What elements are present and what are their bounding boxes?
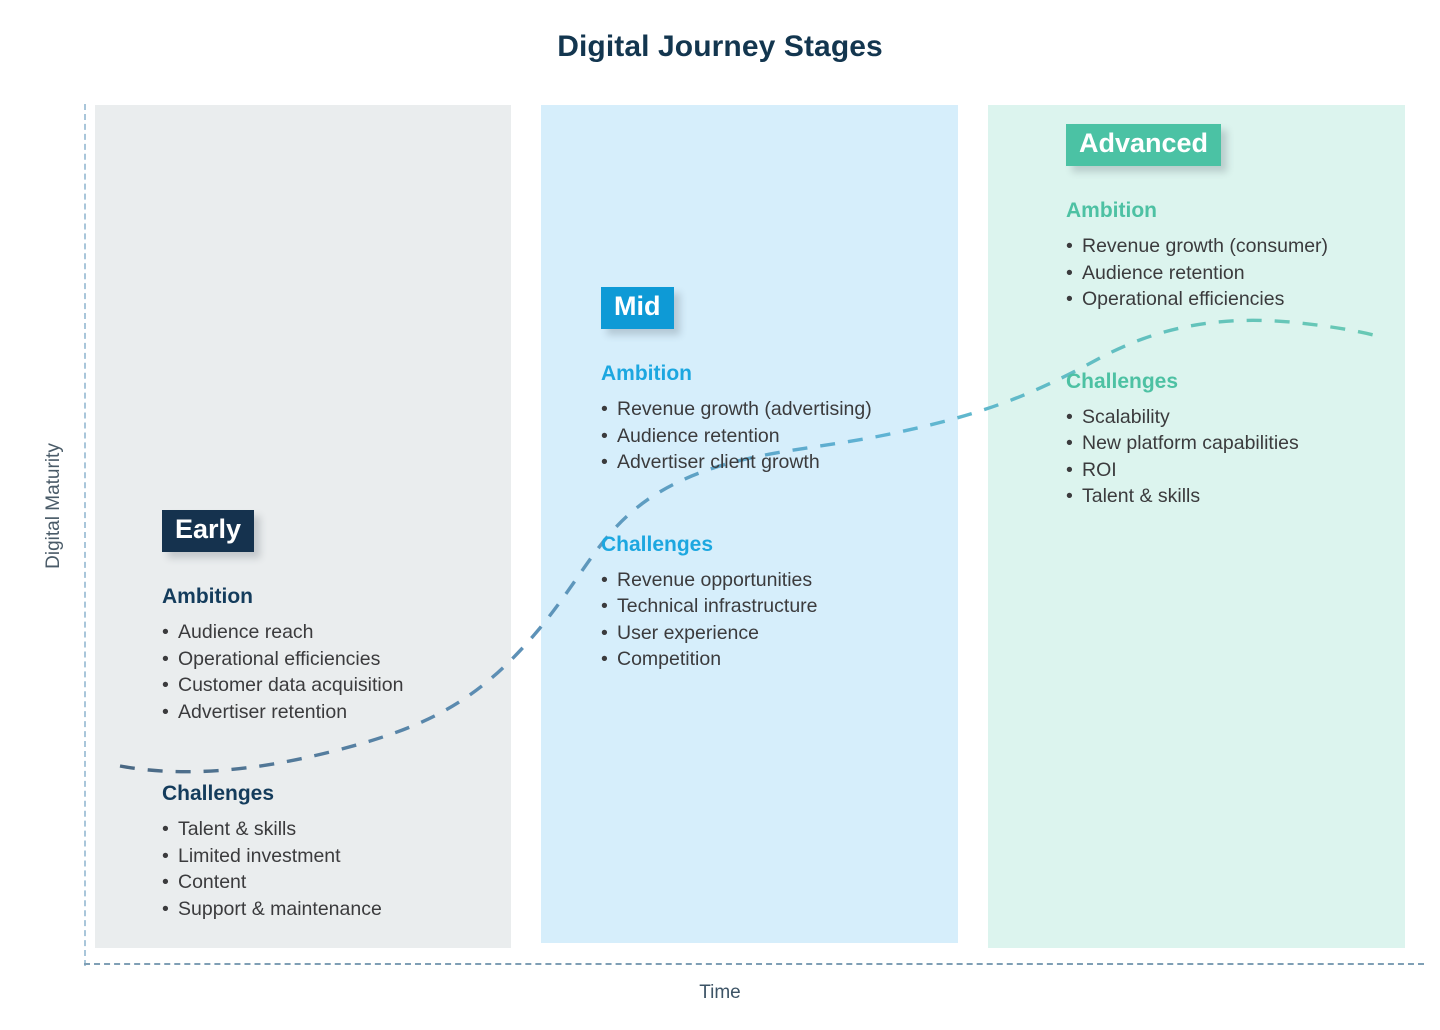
list-item: Talent & skills	[162, 816, 492, 843]
list-item: Revenue growth (advertising)	[601, 396, 941, 423]
section-heading-ambition-early: Ambition	[162, 585, 253, 609]
list-item: Content	[162, 869, 492, 896]
list-item: User experience	[601, 620, 941, 647]
list-item: Customer data acquisition	[162, 672, 492, 699]
section-heading-challenges-mid: Challenges	[601, 532, 714, 556]
stage-content-mid: Mid Ambition Revenue growth (advertising…	[601, 287, 941, 673]
list-item: Revenue growth (consumer)	[1066, 233, 1416, 260]
list-item: ROI	[1066, 457, 1416, 484]
stage-badge-early[interactable]: Early	[162, 510, 255, 553]
list-item: Technical infrastructure	[601, 593, 941, 620]
section-heading-ambition-advanced: Ambition	[1066, 199, 1157, 223]
section-heading-ambition-mid: Ambition	[601, 362, 692, 386]
list-item: Operational efficiencies	[1066, 286, 1416, 313]
bullet-list-ambition-early: Audience reach Operational efficiencies …	[162, 619, 492, 725]
list-item: New platform capabilities	[1066, 430, 1416, 457]
list-item: Advertiser client growth	[601, 449, 941, 476]
list-item: Limited investment	[162, 843, 492, 870]
list-item: Revenue opportunities	[601, 567, 941, 594]
list-item: Talent & skills	[1066, 483, 1416, 510]
stage-content-advanced: Advanced Ambition Revenue growth (consum…	[1066, 124, 1416, 510]
list-item: Advertiser retention	[162, 699, 492, 726]
y-axis-line	[84, 104, 86, 966]
list-item: Support & maintenance	[162, 896, 492, 923]
list-item: Competition	[601, 646, 941, 673]
bullet-list-ambition-advanced: Revenue growth (consumer) Audience reten…	[1066, 233, 1416, 313]
x-axis-line	[84, 963, 1424, 965]
page-title: Digital Journey Stages	[557, 30, 883, 63]
list-item: Scalability	[1066, 404, 1416, 431]
section-heading-challenges-early: Challenges	[162, 782, 275, 806]
list-item: Operational efficiencies	[162, 646, 492, 673]
bullet-list-ambition-mid: Revenue growth (advertising) Audience re…	[601, 396, 941, 476]
y-axis-label: Digital Maturity	[43, 443, 64, 569]
stage-badge-mid[interactable]: Mid	[601, 287, 674, 330]
x-axis-label: Time	[699, 982, 741, 1003]
bullet-list-challenges-mid: Revenue opportunities Technical infrastr…	[601, 567, 941, 673]
list-item: Audience retention	[1066, 260, 1416, 287]
stage-badge-advanced[interactable]: Advanced	[1066, 124, 1222, 167]
bullet-list-challenges-advanced: Scalability New platform capabilities RO…	[1066, 404, 1416, 510]
list-item: Audience reach	[162, 619, 492, 646]
section-heading-challenges-advanced: Challenges	[1066, 369, 1179, 393]
bullet-list-challenges-early: Talent & skills Limited investment Conte…	[162, 816, 492, 922]
stage-content-early: Early Ambition Audience reach Operationa…	[162, 510, 492, 922]
list-item: Audience retention	[601, 423, 941, 450]
